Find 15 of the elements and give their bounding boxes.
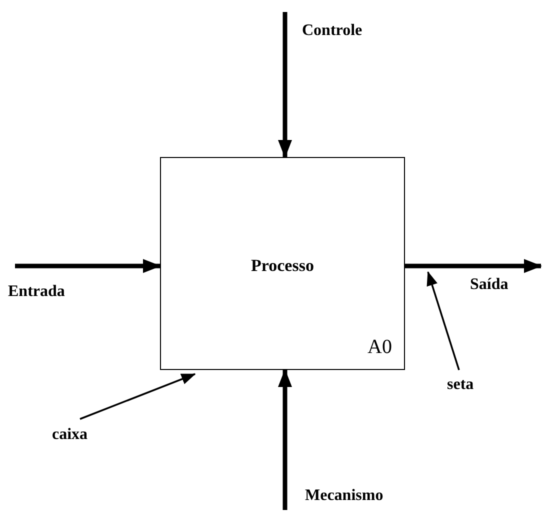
arrow-label: Mecanismo	[305, 487, 384, 505]
arrow-label: seta	[447, 376, 474, 394]
process-title: Processo	[250, 256, 315, 276]
node-code: A0	[368, 336, 392, 359]
arrow-label: Entrada	[8, 283, 65, 301]
leader-line	[426, 271, 460, 370]
arrow	[405, 259, 542, 273]
arrow	[278, 12, 292, 158]
leader-line	[80, 373, 196, 420]
arrow	[15, 259, 161, 273]
process-box	[160, 157, 405, 370]
arrow-label: Saída	[470, 276, 508, 294]
arrow-label: Controle	[302, 22, 362, 40]
arrow-label: caixa	[52, 426, 88, 444]
arrow	[278, 369, 292, 510]
